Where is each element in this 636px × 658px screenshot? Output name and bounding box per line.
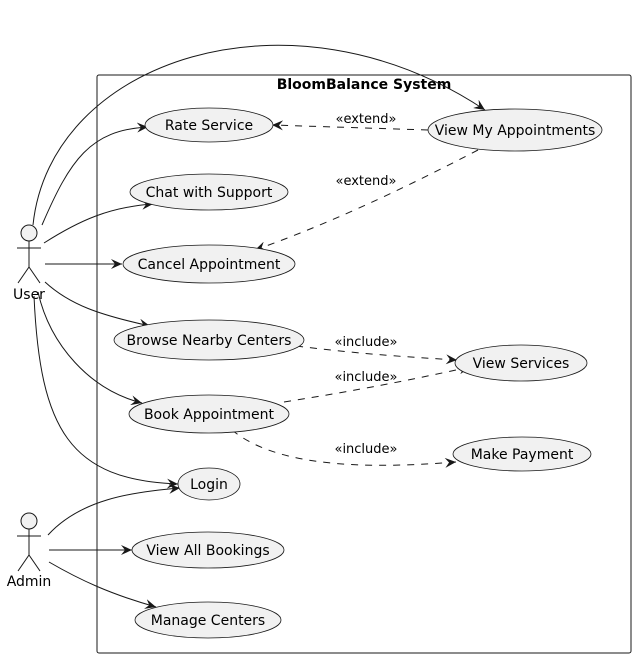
svg-text:View Services: View Services (473, 356, 570, 372)
svg-text:View My Appointments: View My Appointments (435, 123, 596, 139)
extend-rate-label: «extend» (336, 112, 397, 127)
include-browse-view-services (295, 345, 458, 365)
assoc-admin-manage-centers (48, 561, 157, 609)
assoc-user-chat-support (43, 199, 154, 244)
include-book-view-services (283, 364, 471, 403)
assoc-user-rate-service (41, 122, 149, 226)
svg-text:Cancel Appointment: Cancel Appointment (138, 257, 281, 273)
usecase-view-all-bookings: View All Bookings (131, 531, 285, 569)
usecase-manage-centers: Manage Centers (134, 601, 282, 639)
assoc-admin-login (47, 483, 181, 536)
actor-admin-label: Admin (7, 574, 52, 590)
svg-text:Chat with Support: Chat with Support (146, 185, 273, 201)
svg-text:Book Appointment: Book Appointment (144, 407, 275, 423)
svg-text:Manage Centers: Manage Centers (151, 613, 265, 629)
extend-cancel-appointment (254, 149, 479, 252)
include-book-payment-label: «include» (334, 442, 397, 457)
usecase-view-my-appointments: View My Appointments (427, 108, 603, 152)
assoc-user-browse-centers (44, 281, 151, 329)
svg-text:View All Bookings: View All Bookings (146, 543, 269, 559)
actor-admin: Admin (7, 512, 52, 590)
extend-rate-service (271, 120, 429, 131)
assoc-user-book-appointment (37, 291, 143, 406)
include-book-make-payment (231, 429, 457, 468)
svg-text:Make Payment: Make Payment (471, 447, 574, 463)
usecase-cancel-appointment: Cancel Appointment (122, 244, 296, 284)
svg-text:Login: Login (190, 477, 228, 493)
svg-text:Rate Service: Rate Service (165, 118, 253, 134)
usecase-browse-nearby-centers: Browse Nearby Centers (113, 319, 305, 361)
svg-text:Browse Nearby Centers: Browse Nearby Centers (127, 333, 292, 349)
usecase-make-payment: Make Payment (452, 436, 592, 472)
usecase-rate-service: Rate Service (144, 107, 274, 143)
assoc-user-login (33, 295, 179, 489)
assoc-user-view-my-appointments (32, 44, 486, 226)
usecase-chat-with-support: Chat with Support (129, 173, 289, 211)
actor-user: User (13, 224, 45, 303)
usecase-view-services: View Services (454, 344, 588, 382)
include-book-services-label: «include» (334, 370, 397, 385)
actor-user-label: User (13, 287, 45, 303)
usecase-book-appointment: Book Appointment (128, 394, 290, 434)
system-boundary (96, 74, 632, 654)
usecase-login: Login (177, 467, 241, 501)
extend-cancel-label: «extend» (336, 174, 397, 189)
system-title: BloomBalance System (277, 77, 452, 93)
include-browse-label: «include» (334, 335, 397, 350)
